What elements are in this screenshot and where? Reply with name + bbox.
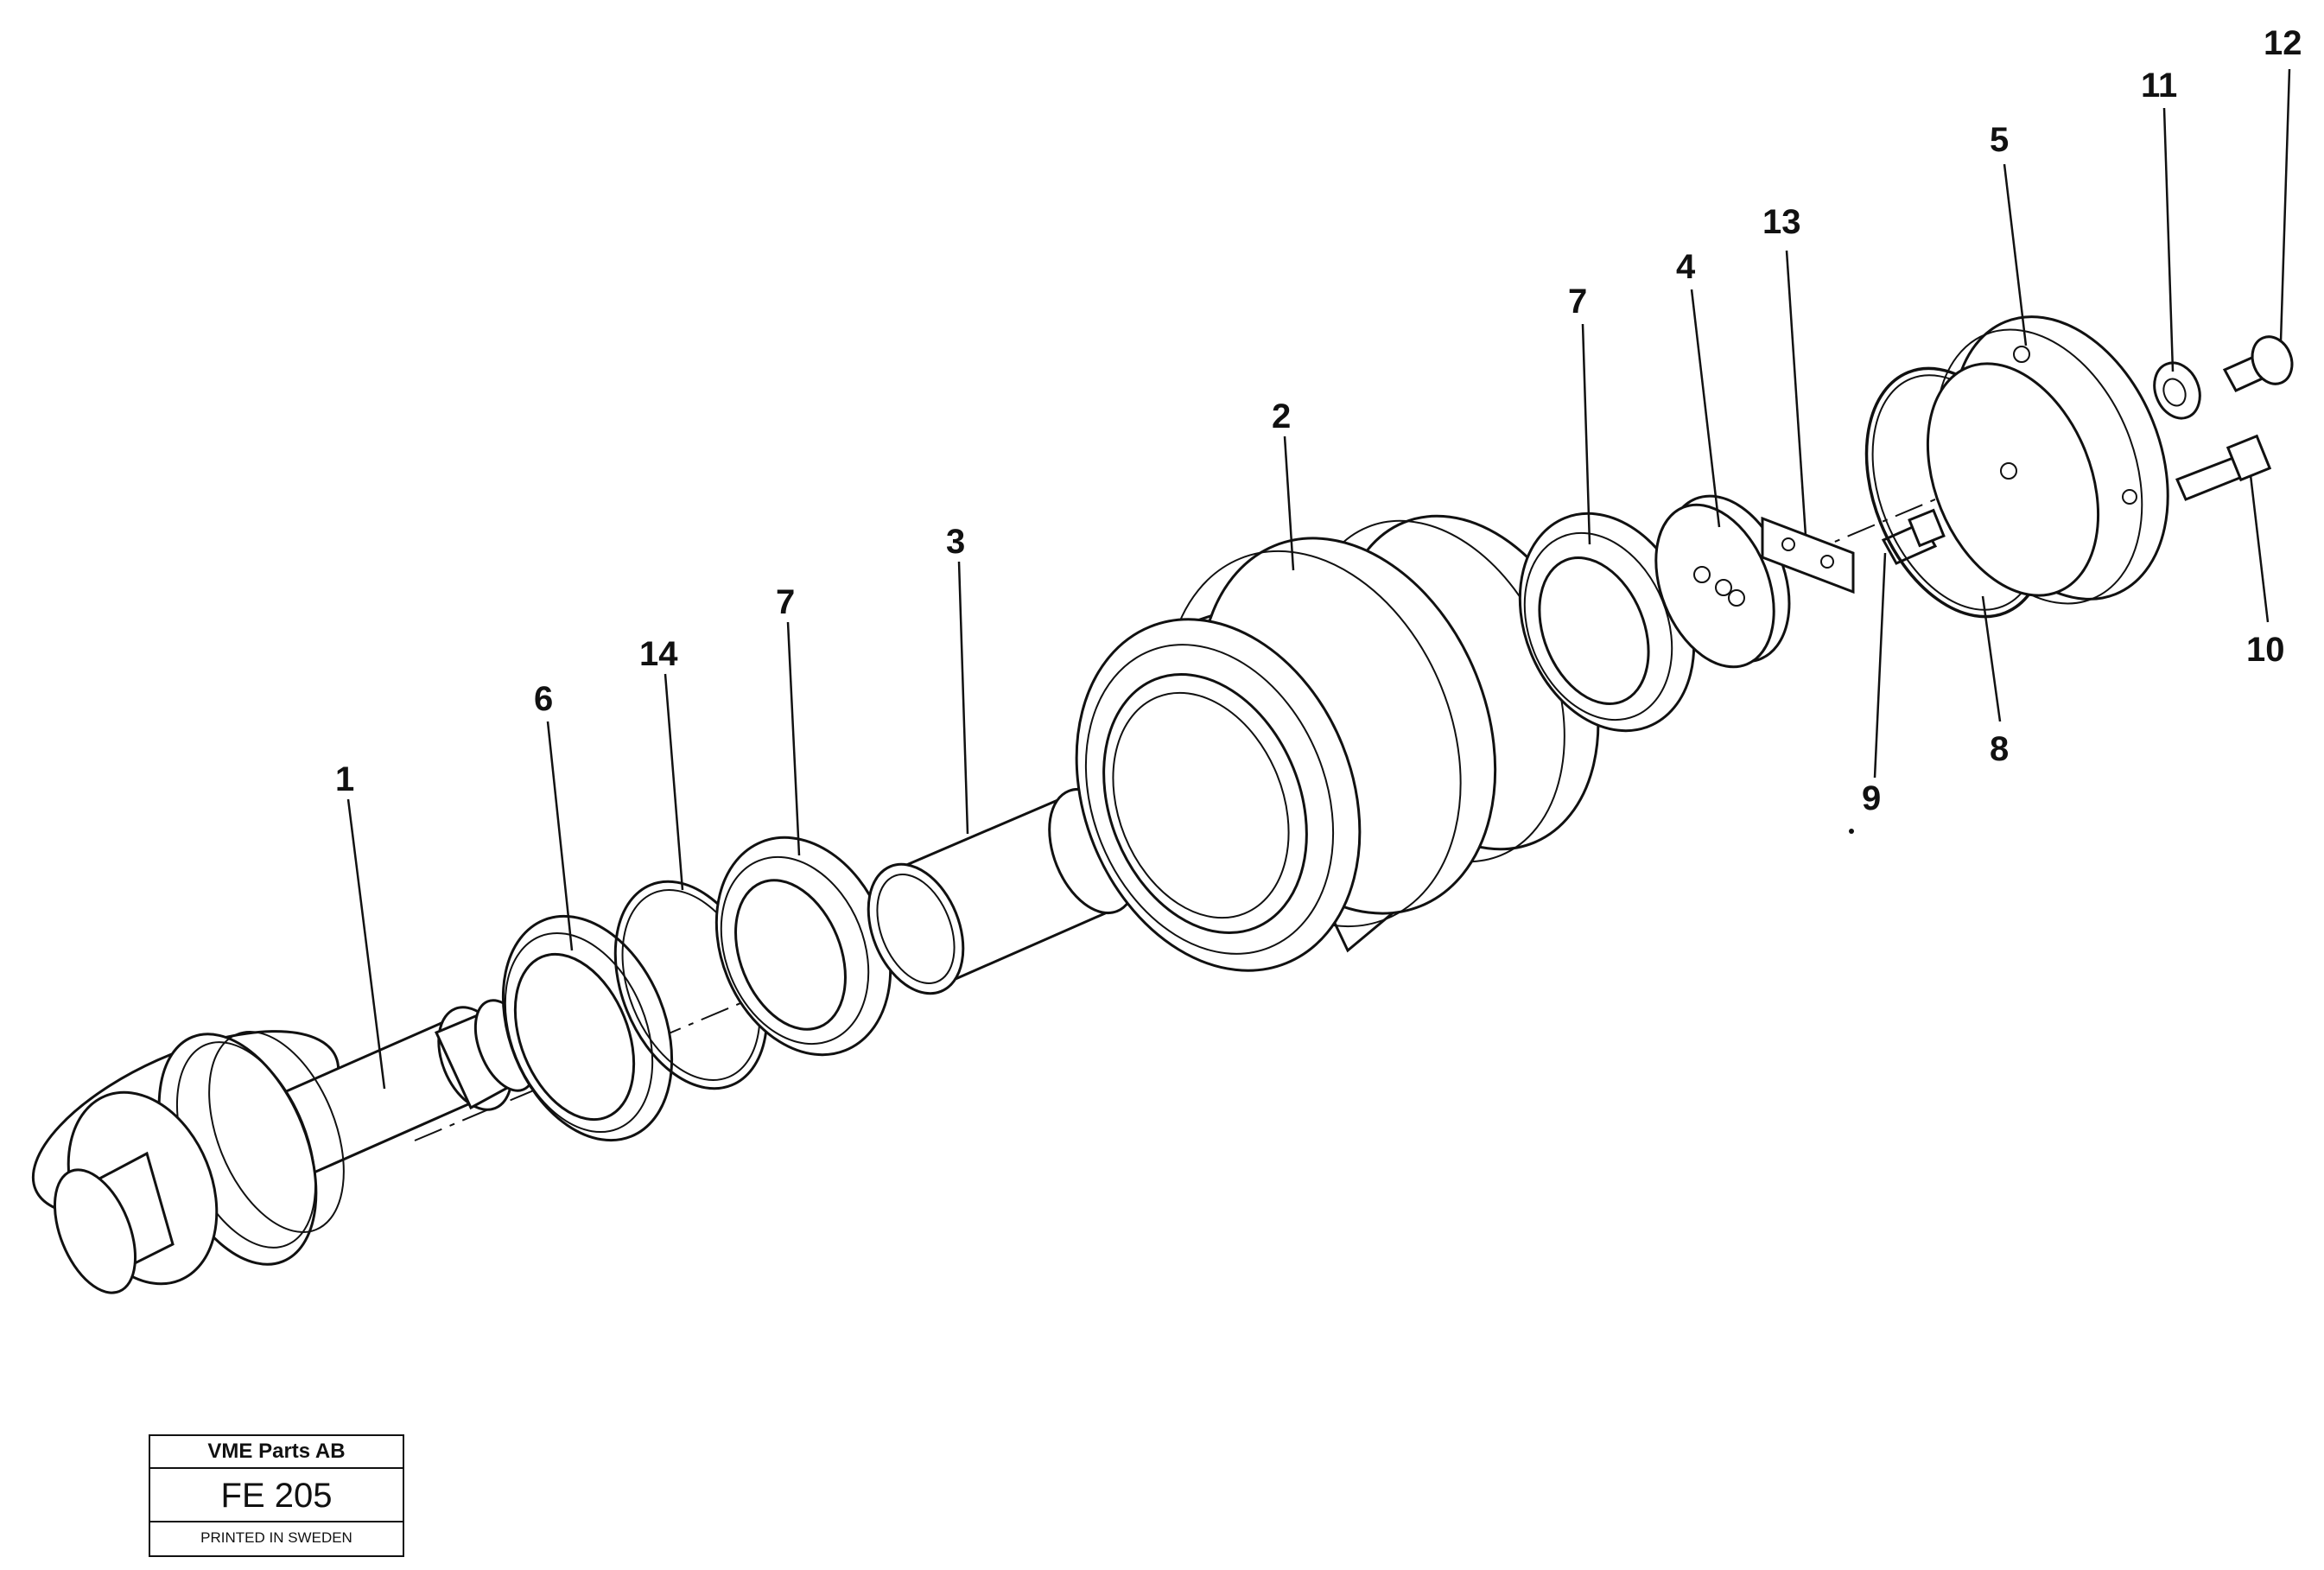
leader-line-13	[1785, 250, 1807, 537]
leader-line-7-left	[786, 621, 801, 856]
leader-line-2	[1283, 435, 1295, 571]
part-5-end-housing	[1926, 315, 2169, 605]
callout-7-left: 7	[776, 583, 795, 621]
part-2-roller	[1075, 514, 1600, 972]
leader-line-6	[546, 721, 574, 951]
part-1-shaft	[31, 999, 537, 1294]
leader-line-12	[2279, 68, 2291, 342]
part-10-screw	[2175, 434, 2272, 501]
callout-10: 10	[2246, 631, 2285, 669]
callout-13: 13	[1762, 203, 1801, 241]
part-9-plug	[1881, 508, 1946, 565]
callout-12: 12	[2264, 24, 2302, 62]
callout-9: 9	[1862, 779, 1881, 817]
stray-dot-mark	[1849, 829, 1854, 834]
leader-line-7-right	[1581, 323, 1591, 545]
title-block-code: FE 205	[150, 1469, 403, 1522]
part-12-plug-screw	[2222, 335, 2294, 392]
title-block: VME Parts AB FE 205 PRINTED IN SWEDEN	[149, 1434, 404, 1557]
leader-line-10	[2249, 474, 2270, 623]
callout-7-right: 7	[1568, 283, 1587, 321]
leader-line-3	[957, 561, 969, 835]
callout-11: 11	[2141, 67, 2177, 105]
leader-line-9	[1873, 552, 1887, 779]
callout-2: 2	[1272, 397, 1291, 435]
leader-line-11	[2162, 107, 2175, 372]
part-4-cover	[1654, 494, 1791, 669]
title-block-printed: PRINTED IN SWEDEN	[200, 1529, 352, 1546]
callout-5: 5	[1990, 121, 2009, 159]
part-13-lock-plate	[1761, 516, 1855, 594]
part-7-seal-left	[714, 836, 892, 1057]
part-7-seal-right	[1518, 512, 1696, 733]
leader-line-8	[1981, 595, 2002, 722]
callout-6: 6	[534, 680, 553, 718]
title-block-company: VME Parts AB	[150, 1436, 403, 1469]
leader-line-5	[2003, 163, 2028, 346]
part-6-seal-ring	[501, 914, 674, 1142]
leader-line-4	[1690, 289, 1721, 528]
leader-line-1	[346, 798, 386, 1090]
leader-line-14	[664, 673, 684, 891]
callout-4: 4	[1676, 248, 1696, 286]
callout-14: 14	[639, 635, 678, 673]
callout-1: 1	[335, 760, 354, 798]
callout-8: 8	[1990, 730, 2009, 768]
callout-3: 3	[946, 523, 965, 561]
part-11-washer	[2153, 361, 2201, 420]
